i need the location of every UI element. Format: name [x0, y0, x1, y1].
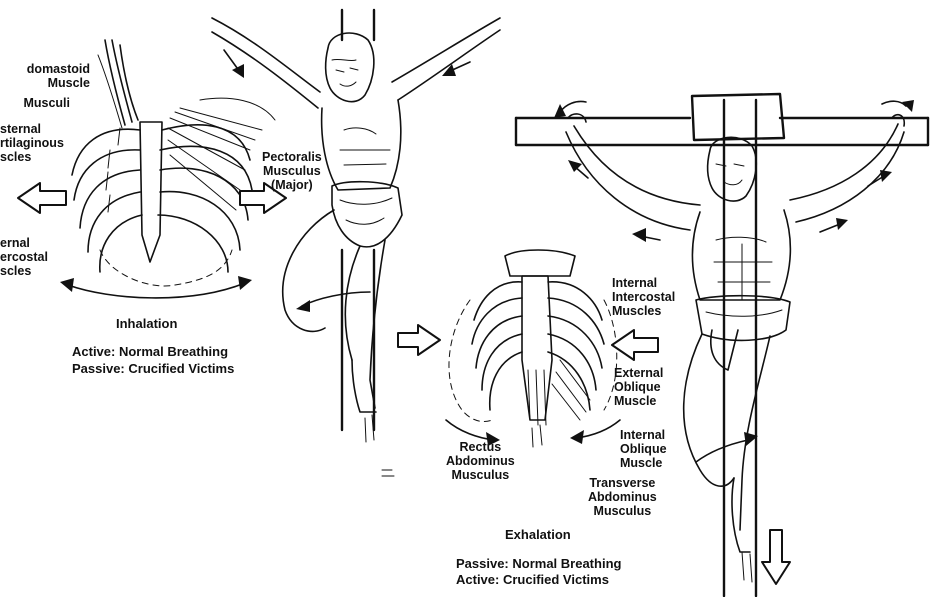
- inhalation-title: Inhalation: [116, 316, 177, 332]
- inhalation-line-1: Active: Normal Breathing: [72, 344, 228, 360]
- label-internal-intercostal: Internal Intercostal Muscles: [612, 276, 675, 318]
- label-parasternal: sternal rtilaginous scles: [0, 122, 64, 164]
- label-scaleni: Musculi: [0, 96, 70, 110]
- hollow-arrow-right-icon: [398, 325, 440, 355]
- label-rectus: Rectus Abdominus Musculus: [446, 440, 515, 482]
- label-internal-oblique: Internal Oblique Muscle: [620, 428, 667, 470]
- hollow-arrow-left-icon: [18, 183, 66, 213]
- label-external-intercostal: ernal ercostal scles: [0, 236, 48, 278]
- label-transverse: Transverse Abdominus Musculus: [588, 476, 657, 518]
- label-pectoralis: Pectoralis Musculus (Major): [262, 150, 322, 192]
- inhalation-ribcage: [60, 40, 275, 298]
- exhalation-line-2: Active: Crucified Victims: [456, 572, 609, 588]
- inhalation-figure: [212, 10, 500, 442]
- exhalation-line-1: Passive: Normal Breathing: [456, 556, 621, 572]
- hollow-arrow-down-icon: [762, 530, 790, 584]
- hollow-arrow-left-icon: [612, 330, 658, 360]
- exhalation-figure: [516, 94, 928, 596]
- exhalation-ribcage: [446, 250, 620, 447]
- label-external-oblique: External Oblique Muscle: [614, 366, 663, 408]
- exhalation-title: Exhalation: [505, 527, 571, 543]
- inhalation-line-2: Passive: Crucified Victims: [72, 361, 234, 377]
- label-sternocleidomastoid: domastoid Muscle: [0, 62, 90, 90]
